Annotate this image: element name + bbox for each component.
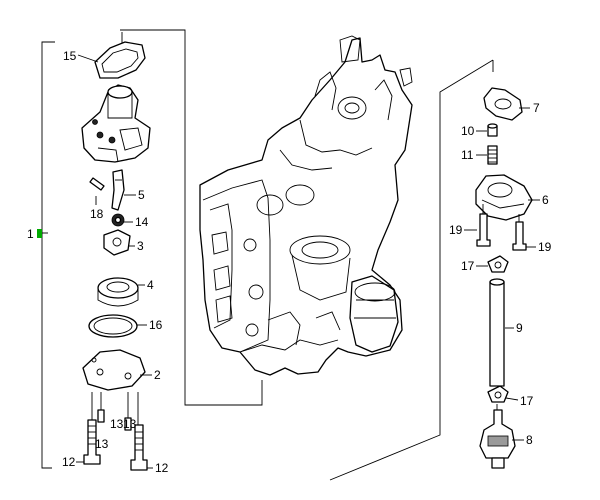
inner-rotor-3 <box>103 229 131 256</box>
callout-12b: 12 <box>155 461 169 475</box>
callout-19b: 19 <box>538 240 552 254</box>
callout-17a: 17 <box>461 259 475 273</box>
callout-10: 10 <box>461 124 475 138</box>
callout-13a: 13 <box>110 417 124 431</box>
clip-17a <box>487 255 509 273</box>
gasket-15 <box>94 41 146 79</box>
callout-16: 16 <box>149 318 163 332</box>
pump-shaft-5 <box>111 169 125 211</box>
crankcase-block <box>199 35 413 376</box>
callout-18: 18 <box>90 207 104 221</box>
callout-9: 9 <box>516 321 523 335</box>
dowel-13a <box>97 409 105 423</box>
callout-8: 8 <box>526 433 533 447</box>
bracket-indicator <box>37 229 42 238</box>
spring-11 <box>487 145 498 165</box>
callout-12a: 12 <box>62 455 76 469</box>
callout-11: 11 <box>461 148 474 162</box>
hose-9 <box>489 281 505 387</box>
callout-1: 1 <box>27 227 34 241</box>
callout-7: 7 <box>533 101 540 115</box>
outer-rotor-4 <box>97 277 139 299</box>
callout-19a: 19 <box>449 223 463 237</box>
callout-labels: 15 5 18 14 3 1 4 16 2 13 13 13 12 12 7 1… <box>27 49 552 475</box>
pin-18 <box>89 177 105 191</box>
bolt-19a <box>476 213 491 247</box>
housing-6 <box>475 174 533 221</box>
bolt-19b <box>512 221 527 251</box>
clip-17b <box>487 385 509 403</box>
callout-14: 14 <box>135 215 149 229</box>
callout-2: 2 <box>154 368 161 382</box>
thermostat-parts <box>475 87 533 469</box>
callout-5: 5 <box>138 188 145 202</box>
callout-13c: 13 <box>95 437 109 451</box>
cover-7 <box>483 87 523 121</box>
callout-15: 15 <box>63 49 77 63</box>
valve-8 <box>479 409 516 459</box>
oil-pump-stack <box>81 41 151 471</box>
leader-lines <box>76 54 540 469</box>
group-bracket-lines <box>41 29 494 481</box>
callout-4: 4 <box>147 278 154 292</box>
bolt-12b <box>130 424 148 471</box>
o-ring-16 <box>88 314 138 338</box>
callout-17b: 17 <box>520 394 534 408</box>
pump-cover-2 <box>82 349 146 391</box>
callout-3: 3 <box>137 239 144 253</box>
callout-6: 6 <box>542 193 549 207</box>
callout-13b: 13 <box>123 417 137 431</box>
